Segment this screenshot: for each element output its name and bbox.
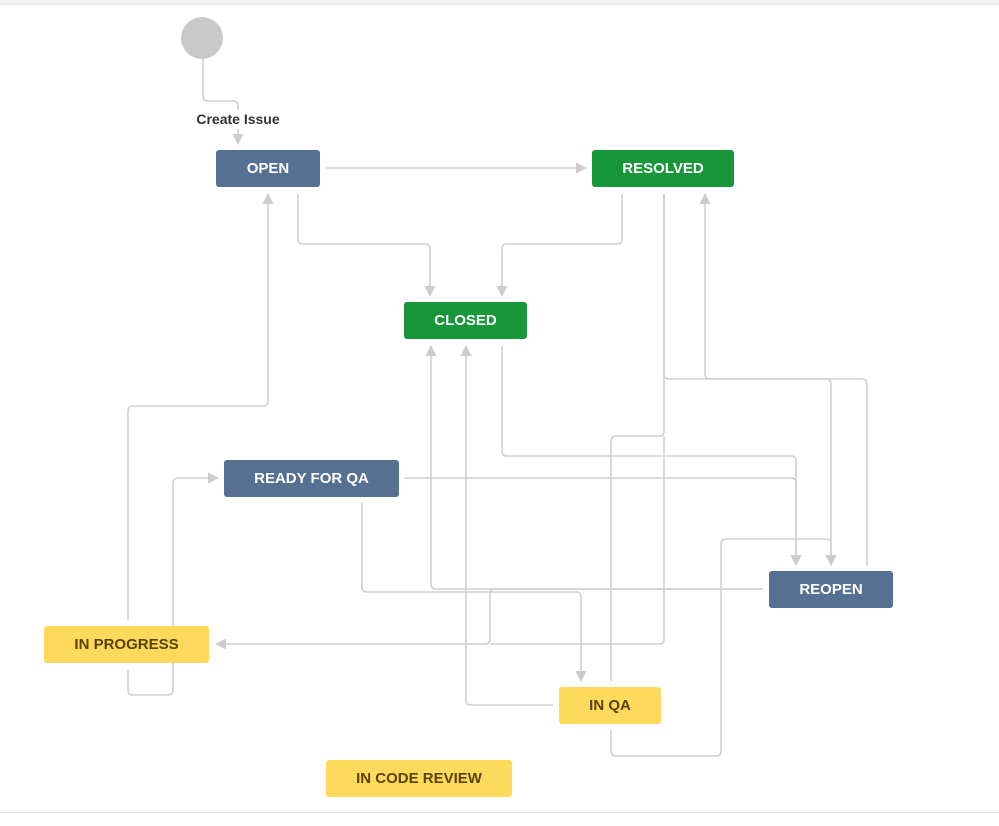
edge-inqa-resolved[interactable] xyxy=(610,194,665,681)
canvas-top-border xyxy=(0,0,999,5)
edge-inqa-inprogress[interactable] xyxy=(490,436,665,645)
edge-start-open[interactable] xyxy=(202,59,239,110)
status-node-resolved[interactable]: RESOLVED xyxy=(592,150,734,187)
create-issue-transition-label[interactable]: Create Issue xyxy=(196,111,280,127)
edge-open-closed[interactable] xyxy=(297,194,436,298)
status-node-reopen[interactable]: REOPEN xyxy=(769,571,893,608)
status-node-ready-for-qa[interactable]: READY FOR QA xyxy=(224,460,399,497)
status-node-in-code-review[interactable]: IN CODE REVIEW xyxy=(326,760,512,797)
status-node-open[interactable]: OPEN xyxy=(216,150,320,187)
edge-inprogress-ready[interactable] xyxy=(127,472,220,696)
status-node-closed[interactable]: CLOSED xyxy=(404,302,527,339)
edge-inqa-reopen[interactable] xyxy=(610,538,837,757)
edge-reopen-closed[interactable] xyxy=(425,344,763,590)
edge-closed-reopen[interactable] xyxy=(501,346,802,567)
edge-ready-inqa[interactable] xyxy=(361,503,587,683)
edge-inqa-closed[interactable] xyxy=(460,344,553,706)
edge-reopen-resolved[interactable] xyxy=(699,192,868,565)
edge-reopen-inprogress[interactable] xyxy=(214,588,763,650)
canvas-bottom-border xyxy=(0,812,999,826)
edge-resolved-closed[interactable] xyxy=(496,194,623,298)
status-node-in-qa[interactable]: IN QA xyxy=(559,687,661,724)
edge-inprogress-open[interactable] xyxy=(127,192,274,620)
edge-ready-reopen[interactable] xyxy=(404,477,797,565)
status-node-in-progress[interactable]: IN PROGRESS xyxy=(44,626,209,663)
start-node[interactable] xyxy=(181,17,223,59)
